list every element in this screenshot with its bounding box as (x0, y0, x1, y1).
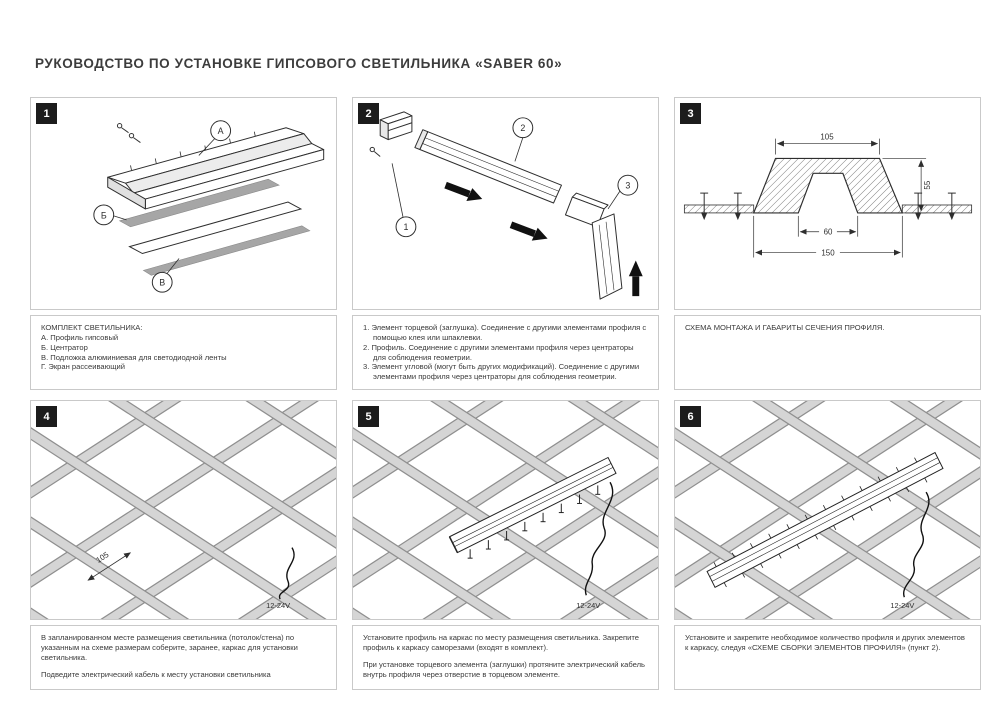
panel-1: 1 (30, 97, 337, 390)
dim-label-bg (816, 246, 840, 258)
assembly-note-2: 2. Профиль. Соединение с другими элемент… (363, 342, 634, 362)
power-cable-drawing (278, 547, 295, 600)
glue-screw-icon (369, 146, 381, 157)
panel-2-number-badge: 2 (358, 103, 379, 124)
svg-text:55: 55 (923, 180, 932, 189)
profile-drawing (414, 129, 562, 204)
svg-text:2: 2 (520, 123, 525, 133)
panel-6-caption: Установите и закрепите необходимое колич… (674, 625, 981, 690)
callout-3: 3 (607, 174, 639, 210)
end-cap-drawing (379, 111, 413, 141)
svg-text:105: 105 (820, 133, 834, 142)
profile-section-drawing (752, 157, 904, 214)
svg-text:А: А (218, 126, 224, 136)
power-cable-drawing (584, 481, 614, 596)
callout-b: Б (93, 204, 127, 226)
exploded-view-figure: А Б В (93, 120, 325, 293)
ceiling-drawing (683, 204, 973, 214)
panel-4-caption: В запланированном месте размещения свети… (30, 625, 337, 690)
panel-3-caption: СХЕМА МОНТАЖА И ГАБАРИТЫ СЕЧЕНИЯ ПРОФИЛЯ… (674, 315, 981, 390)
panel-6-number-badge: 6 (680, 406, 701, 427)
callout-2: 2 (512, 117, 534, 162)
panel-4-figure: 4 105 12-24V (30, 400, 337, 620)
svg-text:1: 1 (403, 222, 408, 232)
mounted-profile-drawing (706, 451, 944, 588)
frame-grid-drawing (31, 401, 336, 619)
step-4-text-2: Подведите электрический кабель к месту у… (41, 669, 271, 679)
frame-grid-drawing (675, 401, 980, 619)
assembly-note-1: 1. Элемент торцевой (заглушка). Соединен… (363, 323, 647, 342)
mounted-profile-drawing (448, 456, 617, 554)
panel-5-caption: Установите профиль на каркас по месту ра… (352, 625, 659, 690)
corner-element-drawing (564, 192, 623, 300)
panel-3-number-badge: 3 (680, 103, 701, 124)
panel-1-number-badge: 1 (36, 103, 57, 124)
assembly-arrow-icons (444, 181, 643, 297)
profile-mounting-figure: 12-24V (353, 401, 658, 619)
panel-5-number-badge: 5 (358, 406, 379, 427)
aluminum-backing-drawing (128, 201, 303, 255)
panel-2: 2 (352, 97, 659, 390)
completed-profile-figure: 12-24V (675, 401, 980, 619)
svg-text:150: 150 (821, 249, 835, 258)
panel-6-figure: 6 12-24V (674, 400, 981, 620)
page-title: РУКОВОДСТВО ПО УСТАНОВКЕ ГИПСОВОГО СВЕТИ… (35, 56, 563, 71)
power-cable-drawing (902, 491, 930, 598)
panel-5-figure: 5 12-24V (352, 400, 659, 620)
step-6-text-1: Установите и закрепите необходимое колич… (685, 633, 965, 652)
panel-3: 3 105 55 (674, 97, 981, 390)
assembly-figure: 1 2 3 (369, 111, 643, 300)
panel-1-figure: 1 (30, 97, 337, 310)
profile-teeth (130, 131, 256, 171)
step-5-text-1: Установите профиль на каркас по месту ра… (363, 633, 639, 652)
svg-text:12-24V: 12-24V (890, 601, 914, 610)
svg-text:В: В (159, 278, 165, 288)
callout-a: А (198, 120, 232, 156)
assembly-note-3: 3. Элемент угловой (могут быть других мо… (363, 362, 640, 382)
svg-text:3: 3 (625, 181, 630, 191)
kit-title: КОМПЛЕКТ СВЕТИЛЬНИКА: (41, 323, 143, 332)
dimension-height (882, 158, 927, 214)
diffuser-screen-drawing (142, 225, 311, 276)
svg-text:Б: Б (101, 210, 107, 220)
svg-text:105: 105 (94, 550, 110, 565)
gypsum-profile-drawing (107, 127, 325, 210)
dimension-top-width (775, 138, 880, 155)
dim-label-bg (819, 225, 837, 237)
screw-icons (467, 485, 601, 559)
svg-text:12-24V: 12-24V (266, 601, 290, 610)
kit-item-b: Б. Центратор (41, 342, 88, 352)
profile-teeth (713, 457, 928, 588)
callout-1: 1 (391, 163, 417, 238)
section-scheme-note: СХЕМА МОНТАЖА И ГАБАРИТЫ СЕЧЕНИЯ ПРОФИЛЯ… (685, 323, 885, 332)
panel-2-caption: 1. Элемент торцевой (заглушка). Соединен… (352, 315, 659, 390)
svg-text:12-24V: 12-24V (576, 601, 600, 610)
frame-grid-figure: 105 12-24V (31, 401, 336, 619)
panel-4: 4 105 12-24V В запланированном месте раз… (30, 400, 337, 690)
kit-item-v: В. Подложка алюминиевая для светодиодной… (41, 352, 227, 362)
panel-3-figure: 3 105 55 (674, 97, 981, 310)
panel-1-caption: КОМПЛЕКТ СВЕТИЛЬНИКА: А. Профиль гипсовы… (30, 315, 337, 390)
cross-section-figure: 105 55 60 150 (683, 133, 973, 258)
step-5-text-2: При установке торцевого элемента (заглуш… (363, 659, 645, 679)
panel-4-number-badge: 4 (36, 406, 57, 427)
panel-2-figure: 2 (352, 97, 659, 310)
kit-item-g: Г. Экран рассеивающий (41, 362, 126, 372)
callout-v: В (151, 258, 180, 293)
centrator-strip-drawing (118, 178, 280, 228)
panel-6: 6 12-24V Установите и закрепите необходи… (674, 400, 981, 690)
kit-item-a: А. Профиль гипсовый (41, 332, 119, 342)
step-4-text-1: В запланированном месте размещения свети… (41, 633, 298, 662)
panel-5: 5 12-24V Установите профиль на каркас по… (352, 400, 659, 690)
svg-text:60: 60 (824, 228, 833, 237)
screws-icon (116, 123, 141, 143)
